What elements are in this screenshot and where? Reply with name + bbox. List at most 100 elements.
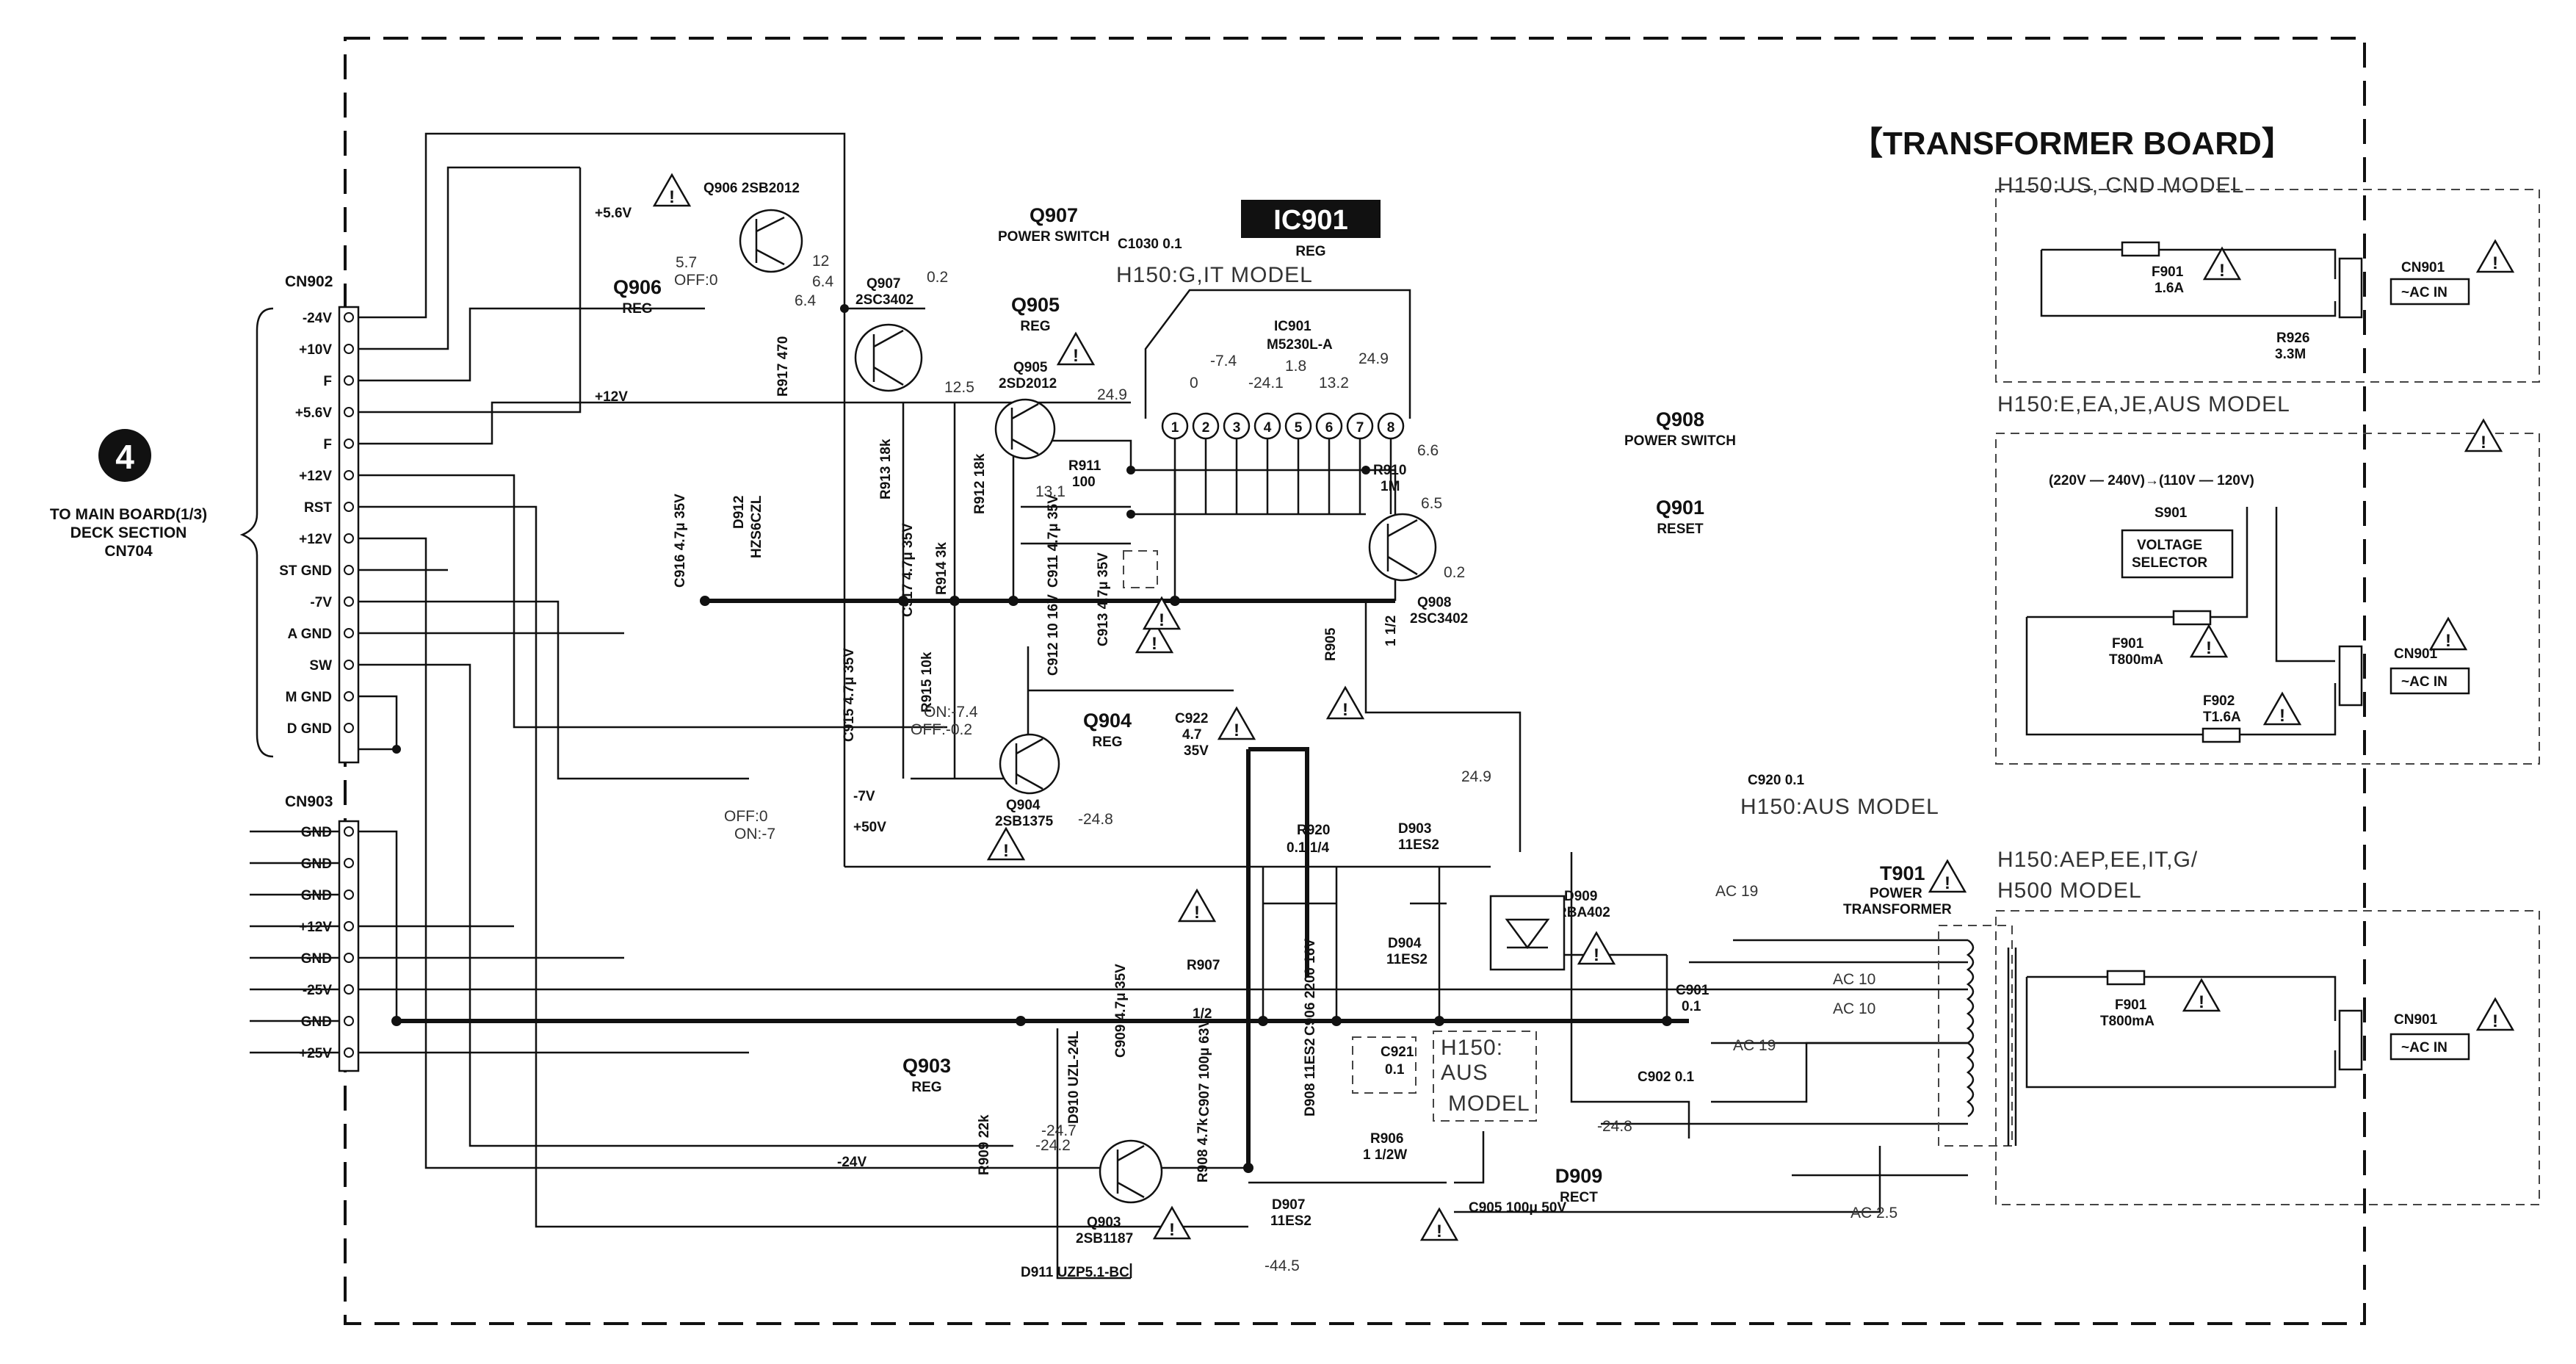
ic901-pin-number: 2 xyxy=(1202,420,1210,436)
q908-ref: Q908 xyxy=(1417,595,1451,610)
q904-transistor-symbol xyxy=(999,733,1060,795)
warning-mark: ! xyxy=(2492,253,2498,273)
d904-part: 11ES2 xyxy=(1386,952,1428,967)
cn902-pin-terminal xyxy=(344,596,354,607)
aep-f901-ref: F901 xyxy=(2115,997,2147,1013)
us-r926-val: 3.3M xyxy=(2275,347,2306,362)
c901-ref: C901 xyxy=(1676,983,1710,998)
d908-label: D908 11ES2 xyxy=(1303,1038,1318,1116)
d909-bridge-rectifier xyxy=(1489,895,1566,971)
q905-transistor-symbol xyxy=(994,398,1056,460)
note-h150-aus: H150:AUS MODEL xyxy=(1740,795,1939,819)
warning-triangle-shape xyxy=(2464,418,2503,452)
v-ac10b: AC 10 xyxy=(1833,1000,1875,1017)
warning-triangle-shape xyxy=(986,826,1026,861)
q903-function: REG xyxy=(911,1080,941,1095)
rail-p50v: +50V xyxy=(853,820,886,835)
c901-val: 0.1 xyxy=(1682,999,1701,1014)
cn903-pin-label: GND xyxy=(301,856,332,872)
r920-val: 0.1 1/4 xyxy=(1287,840,1330,856)
v-onm7: ON:-7 xyxy=(734,826,775,842)
cn902-pin-label: ST GND xyxy=(279,563,332,579)
warning-triangle-icon: ! xyxy=(1928,859,1967,893)
warning-triangle-icon: ! xyxy=(1135,619,1174,654)
ic901-function: REG xyxy=(1295,244,1325,259)
cn903-pin-terminal xyxy=(344,826,354,837)
cn902-pin-label: A GND xyxy=(287,627,332,642)
warning-triangle-shape xyxy=(1135,619,1174,654)
v-m248a: -24.8 xyxy=(1078,811,1113,828)
warning-mark: ! xyxy=(1234,721,1240,740)
q907-name: Q907 xyxy=(1030,204,1078,226)
cn902-pin-label: D GND xyxy=(287,721,332,737)
q905-name: Q905 xyxy=(1011,294,1060,316)
warning-mark: ! xyxy=(1194,903,1200,923)
q906-label: Q906 2SB2012 xyxy=(703,181,800,196)
v-125: 12.5 xyxy=(944,379,974,396)
r908-label: R908 4.7k xyxy=(1195,1118,1211,1183)
t901-line2: TRANSFORMER xyxy=(1843,902,1952,917)
warning-triangle-shape xyxy=(2475,239,2515,273)
d909-ref: D909 xyxy=(1564,889,1597,904)
warning-triangle-icon: ! xyxy=(1577,931,1616,965)
ic901-badge-bg xyxy=(1241,200,1381,238)
warning-triangle-shape xyxy=(1177,888,1217,923)
warning-mark: ! xyxy=(1003,841,1009,861)
note-aus-box-l3: MODEL xyxy=(1448,1091,1530,1116)
v-249b: 24.9 xyxy=(1461,768,1491,785)
ic901-v-pin2: -7.4 xyxy=(1210,353,1237,369)
v-ac10a: AC 10 xyxy=(1833,971,1875,988)
v-ac19a: AC 19 xyxy=(1715,883,1758,900)
ic901-pin-number: 1 xyxy=(1171,420,1179,436)
cn902-pin-label: +12V xyxy=(299,469,332,484)
warning-mark: ! xyxy=(2206,638,2212,658)
warning-triangle-shape xyxy=(652,173,692,207)
d909-part: RBA402 xyxy=(1557,905,1610,920)
voltage-selector-l2: SELECTOR xyxy=(2132,555,2207,571)
cn903-pin-label: GND xyxy=(301,951,332,967)
q901-function: RESET xyxy=(1657,522,1704,537)
d912-ref: D912 xyxy=(731,496,747,529)
cn902-pin-label: +12V xyxy=(299,532,332,547)
c906-label: C906 2200 16V xyxy=(1303,939,1318,1036)
t901-line1: POWER xyxy=(1870,886,1922,901)
connector-note-line2: DECK SECTION xyxy=(70,524,187,541)
connector-note-line3: CN704 xyxy=(104,543,153,560)
selector-range: (220V — 240V)→(110V — 120V) xyxy=(2049,473,2254,488)
v-q906-64a: 6.4 xyxy=(812,273,834,290)
v-m242: -24.2 xyxy=(1035,1137,1071,1154)
d907-ref: D907 xyxy=(1272,1197,1305,1213)
warning-triangle-icon: ! xyxy=(1325,685,1365,720)
ac-in-b-box xyxy=(2389,667,2470,695)
ic901-pin-number: 3 xyxy=(1233,420,1241,436)
aep-model-subframe xyxy=(1995,910,2540,1205)
r914-label: R914 3k xyxy=(934,542,949,595)
cn902-pin-label: M GND xyxy=(286,690,332,705)
d909-function: RECT xyxy=(1560,1190,1598,1205)
warning-symbols: !!!!!!!!!!!!!!!!!!!! xyxy=(652,173,2515,1241)
r909-label: R909 22k xyxy=(977,1114,992,1175)
v-66: 6.6 xyxy=(1417,442,1439,459)
r915-label: R915 10k xyxy=(919,652,935,712)
cn903-pin-terminal xyxy=(344,953,354,963)
v-65: 6.5 xyxy=(1421,495,1442,512)
e-f902-ref: F902 xyxy=(2203,693,2235,709)
cn902-pin-label: -24V xyxy=(303,311,332,326)
cn903-pin-terminal xyxy=(344,921,354,931)
cn902-pin-terminal xyxy=(344,723,354,733)
warning-triangle-icon: ! xyxy=(1419,1207,1459,1241)
ac-in-a-box xyxy=(2389,278,2470,306)
q907-ref: Q907 xyxy=(866,276,900,292)
ac-in-a: ~AC IN xyxy=(2401,285,2447,300)
e-f902-val: T1.6A xyxy=(2203,710,2241,725)
q907-part: 2SC3402 xyxy=(855,292,913,308)
cn903-pin-terminal xyxy=(344,890,354,900)
r906-ref: R906 xyxy=(1370,1131,1403,1147)
connector-number: 4 xyxy=(115,438,134,476)
q907-transistor-symbol xyxy=(854,323,923,392)
c905-label: C905 100μ 50V xyxy=(1469,1200,1566,1216)
v-m445: -44.5 xyxy=(1265,1257,1300,1274)
cn902-pin-label: +10V xyxy=(299,342,332,358)
